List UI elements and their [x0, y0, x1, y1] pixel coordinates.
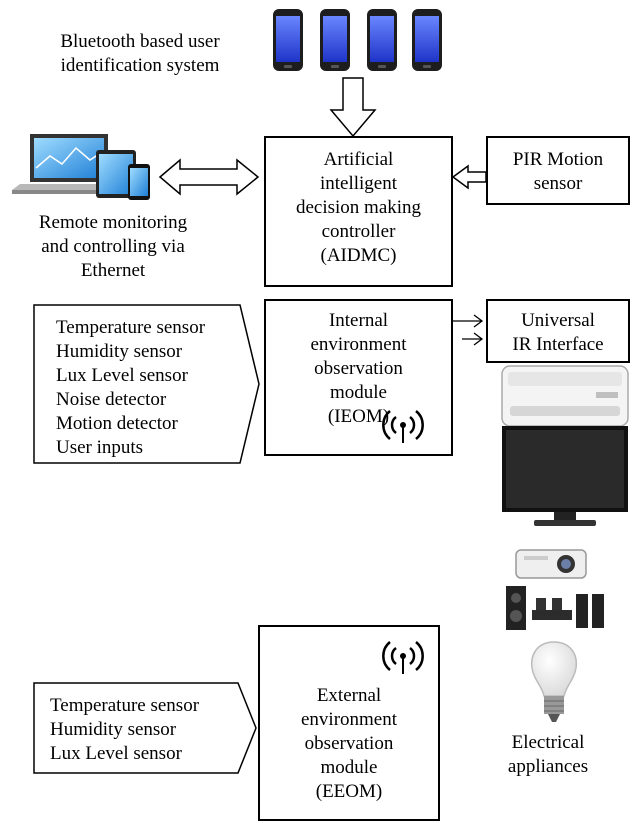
ieom-line: (IEOM) — [327, 406, 390, 427]
external-sensor-list: Temperature sensor Humidity sensor Lux L… — [50, 694, 199, 766]
ieom-line: environment — [310, 334, 407, 355]
ieom-line: observation — [314, 358, 403, 379]
laptop-tablet-phone-icon — [12, 134, 150, 200]
sensor-item: Temperature sensor — [50, 695, 200, 716]
aidmc-line: controller — [321, 221, 396, 242]
aidmc-box: Artificial intelligent decision making c… — [264, 136, 453, 287]
smartphone-icon — [412, 9, 442, 71]
sensor-item: Lux Level sensor — [56, 365, 188, 386]
pir-sensor-box: PIR Motion sensor — [486, 136, 630, 205]
remote-label-line: Ethernet — [80, 260, 146, 281]
aidmc-line: decision making — [295, 197, 422, 218]
eeom-line: module — [320, 757, 378, 778]
ir-line: Universal — [521, 310, 595, 331]
remote-label-line: Remote monitoring — [38, 212, 188, 233]
air-conditioner-icon — [501, 365, 629, 427]
wireless-antenna-icon — [382, 641, 424, 674]
home-theater-icon — [506, 586, 604, 630]
aidmc-line: (AIDMC) — [320, 245, 397, 266]
sensor-item: Lux Level sensor — [50, 743, 182, 764]
arrow-ieom-to-ir-2 — [462, 332, 484, 346]
bluetooth-label-line: identification system — [60, 55, 220, 76]
ir-interface-box: Universal IR Interface — [486, 299, 630, 363]
remote-monitoring-label: Remote monitoring and controlling via Et… — [18, 211, 208, 283]
eeom-line: environment — [300, 709, 398, 730]
ir-line: IR Interface — [512, 334, 604, 355]
ieom-line: module — [330, 382, 387, 403]
aidmc-line: Artificial — [323, 149, 394, 170]
television-icon — [502, 426, 628, 526]
internal-sensor-pentagon — [33, 304, 260, 464]
light-bulb-icon — [530, 641, 578, 722]
sensor-item: Humidity sensor — [56, 341, 183, 362]
external-sensor-pentagon — [33, 682, 257, 774]
pir-line: sensor — [533, 173, 583, 194]
sensor-item: Humidity sensor — [50, 719, 177, 740]
smartphone-icon — [367, 9, 397, 71]
wireless-antenna-icon — [382, 410, 424, 443]
eeom-box: External environment observation module … — [258, 625, 440, 821]
remote-label-line: and controlling via — [41, 236, 185, 257]
sensor-item: Temperature sensor — [56, 317, 206, 338]
projector-icon — [515, 549, 587, 579]
ieom-line: Internal — [328, 310, 389, 331]
arrow-pir-to-aidmc — [451, 164, 487, 190]
electrical-appliances-label: Electrical appliances — [478, 731, 618, 779]
internal-sensor-list: Temperature sensor Humidity sensor Lux L… — [56, 316, 205, 460]
eeom-line: (EEOM) — [315, 781, 383, 802]
electrical-label-line: Electrical — [511, 732, 585, 753]
bluetooth-label-line: Bluetooth based user — [60, 31, 220, 52]
arrow-phones-to-aidmc — [329, 77, 377, 138]
bluetooth-label: Bluetooth based user identification syst… — [30, 30, 250, 78]
smartphone-icon — [273, 9, 303, 71]
pir-line: PIR Motion — [512, 149, 604, 170]
smartphone-icon-group — [273, 9, 442, 71]
arrow-devices-aidmc — [158, 158, 260, 196]
sensor-item: Noise detector — [56, 389, 167, 410]
sensor-item: User inputs — [56, 437, 144, 458]
eeom-line: External — [316, 685, 382, 706]
eeom-line: observation — [304, 733, 394, 754]
smartphone-icon — [320, 9, 350, 71]
sensor-item: Motion detector — [56, 413, 178, 434]
arrow-ieom-to-ir-1 — [452, 314, 484, 328]
aidmc-line: intelligent — [319, 173, 398, 194]
electrical-label-line: appliances — [507, 756, 589, 777]
